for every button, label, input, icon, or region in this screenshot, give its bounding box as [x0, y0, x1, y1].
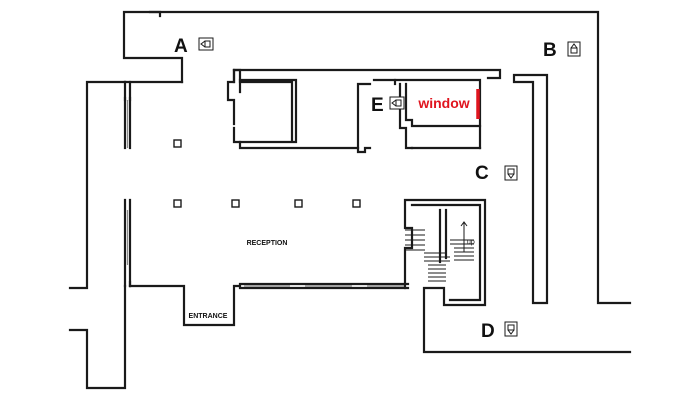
camera-down-icon — [504, 165, 518, 181]
camera-up-icon — [567, 41, 581, 57]
column — [173, 199, 182, 208]
building-walls — [68, 10, 632, 390]
camera-left-icon — [389, 96, 405, 110]
reception-label: RECEPTION — [247, 240, 288, 247]
columns — [173, 139, 361, 208]
camera-c-letter: C — [475, 163, 489, 184]
column — [231, 199, 240, 208]
camera-b[interactable]: B — [543, 40, 581, 61]
column — [294, 199, 303, 208]
entrance-label: ENTRANCE — [189, 313, 228, 320]
camera-e-letter: E — [371, 95, 384, 116]
stairwell — [403, 198, 632, 354]
camera-d[interactable]: D — [481, 321, 518, 342]
camera-c[interactable]: C — [475, 163, 518, 184]
camera-left-icon — [198, 37, 214, 51]
camera-e[interactable]: E — [371, 95, 405, 116]
camera-a-letter: A — [174, 36, 188, 57]
camera-a[interactable]: A — [174, 36, 214, 57]
up-label: up — [467, 239, 475, 246]
column — [352, 199, 361, 208]
column — [173, 139, 182, 148]
camera-b-letter: B — [543, 40, 557, 61]
camera-d-letter: D — [481, 321, 495, 342]
camera-down-icon — [504, 321, 518, 337]
corridor-wall-b — [512, 73, 549, 305]
window-label: window — [417, 95, 469, 111]
